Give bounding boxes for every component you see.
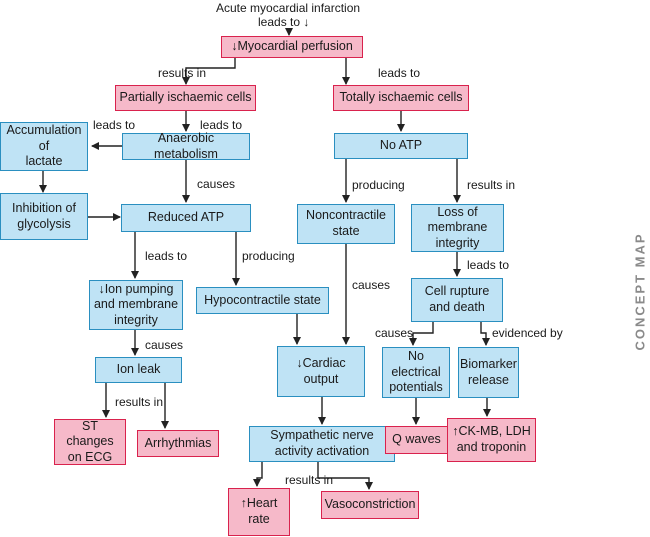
node-arrhythmias: Arrhythmias	[137, 430, 219, 457]
arrow-sympathetic-heartrate	[253, 462, 263, 487]
label-results-in-ionleak: results in	[115, 395, 164, 409]
node-anaerobic-metabolism: Anaerobic metabolism	[122, 131, 250, 161]
node-accumulation-lactate: Accumulation of lactate	[0, 122, 88, 171]
node-sympathetic-activation: Sympathetic nerve activity activation	[249, 426, 395, 462]
node-ion-pumping: ↓Ion pumping and membrane integrity	[89, 280, 183, 330]
diagram-title-line1: Acute myocardial infarction	[216, 1, 361, 15]
node-biomarker-release: Biomarker release	[458, 347, 519, 398]
node-loss-membrane-integrity: Loss of membrane integrity	[411, 204, 504, 252]
label-leads-to-rupture: leads to	[467, 258, 510, 272]
node-ck-mb: ↑CK-MB, LDH and troponin	[447, 418, 536, 462]
label-causes-cardiac: causes	[352, 278, 391, 292]
label-producing-noncontractile: producing	[352, 178, 405, 192]
label-causes-reduced: causes	[197, 177, 236, 191]
arrow-rupture-biomarker	[480, 322, 490, 346]
node-no-electrical-potentials: No electrical potentials	[382, 347, 450, 398]
node-ion-leak: Ion leak	[95, 357, 182, 383]
arrow-sympathetic-vasoconstriction	[317, 462, 373, 490]
label-causes-ionleak: causes	[145, 338, 184, 352]
node-cardiac-output: ↓Cardiac output	[277, 346, 365, 397]
diagram-title-line2: leads to ↓	[258, 15, 310, 29]
node-noncontractile-state: Noncontractile state	[297, 204, 395, 244]
node-no-atp: No ATP	[334, 133, 468, 159]
node-hypocontractile-state: Hypocontractile state	[196, 287, 329, 314]
node-heart-rate: ↑Heart rate	[228, 488, 290, 536]
node-partially-ischaemic: Partially ischaemic cells	[115, 85, 256, 111]
label-producing-hypo: producing	[242, 249, 295, 263]
label-evidenced-by: evidenced by	[492, 326, 563, 340]
label-results-in-sympathetic: results in	[285, 473, 334, 487]
label-leads-to-anaerobic: leads to	[200, 118, 243, 132]
side-title: CONCEPT MAP	[632, 231, 648, 351]
label-results-in-partial: results in	[158, 66, 207, 80]
node-q-waves: Q waves	[385, 426, 448, 454]
label-causes-noelectrical: causes	[375, 326, 414, 340]
arrow-rupture-noelectrical	[409, 322, 434, 346]
label-results-in-loss: results in	[467, 178, 516, 192]
node-st-changes: ST changes on ECG	[54, 419, 126, 465]
label-leads-to-total: leads to	[378, 66, 421, 80]
node-inhibition-glycolysis: Inhibition of glycolysis	[0, 193, 88, 240]
label-leads-to-ionpumping: leads to	[145, 249, 188, 263]
arrow-perfusion-partial	[182, 58, 236, 85]
node-reduced-atp: Reduced ATP	[121, 204, 251, 232]
node-cell-rupture: Cell rupture and death	[411, 278, 503, 322]
node-myocardial-perfusion: ↓Myocardial perfusion	[221, 36, 363, 58]
node-totally-ischaemic: Totally ischaemic cells	[333, 85, 469, 111]
node-vasoconstriction: Vasoconstriction	[321, 491, 419, 519]
label-leads-to-lactate: leads to	[93, 118, 136, 132]
